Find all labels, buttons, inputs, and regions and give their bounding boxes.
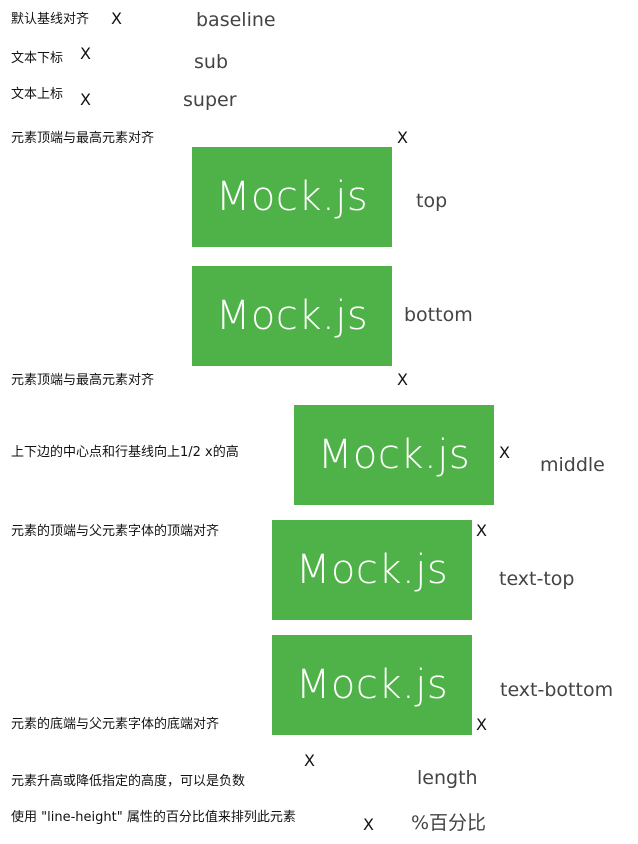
desc-text-bottom: 元素的底端与父元素字体的底端对齐 [11, 717, 220, 732]
mockjs-logo-text-bottom: Mock.js [272, 635, 472, 735]
keyword-percent: %百分比 [411, 812, 487, 834]
desc-super: 文本上标 [11, 87, 64, 102]
desc-length: 元素升高或降低指定的高度，可以是负数 [11, 774, 246, 789]
mockjs-logo-text: Mock.js [215, 174, 369, 220]
x-mark-middle: X [499, 443, 510, 462]
keyword-bottom: bottom [404, 304, 473, 326]
mockjs-logo-text: Mock.js [317, 432, 471, 478]
keyword-middle: middle [540, 454, 605, 476]
mockjs-logo-text: Mock.js [295, 662, 449, 708]
x-mark-percent: X [363, 815, 374, 834]
mockjs-logo-top: Mock.js [192, 147, 392, 247]
x-mark-top: X [397, 128, 408, 147]
x-mark-baseline: X [111, 9, 122, 28]
desc-middle: 上下边的中心点和行基线向上1/2 x的高 [11, 445, 239, 460]
desc-baseline: 默认基线对齐 [11, 12, 90, 27]
mockjs-logo-text-top: Mock.js [272, 520, 472, 620]
keyword-length: length [417, 767, 478, 789]
x-mark-text-bottom: X [476, 715, 487, 734]
keyword-baseline: baseline [196, 9, 276, 31]
keyword-text-top: text-top [499, 568, 575, 590]
mockjs-logo-bottom: Mock.js [192, 266, 392, 366]
x-mark-sub: X [80, 44, 91, 63]
x-mark-text-top: X [476, 521, 487, 540]
desc-top: 元素顶端与最高元素对齐 [11, 131, 155, 146]
mockjs-logo-middle: Mock.js [294, 405, 494, 505]
mockjs-logo-text: Mock.js [295, 547, 449, 593]
desc-text-top: 元素的顶端与父元素字体的顶端对齐 [11, 524, 220, 539]
desc-percent: 使用 "line-height" 属性的百分比值来排列此元素 [11, 810, 296, 825]
keyword-text-bottom: text-bottom [500, 679, 614, 701]
x-mark-bottom: X [397, 370, 408, 389]
keyword-top: top [416, 190, 448, 212]
desc-bottom: 元素顶端与最高元素对齐 [11, 373, 155, 388]
keyword-super: super [183, 89, 237, 111]
x-mark-length: X [304, 751, 315, 770]
x-mark-super: X [80, 90, 91, 109]
mockjs-logo-text: Mock.js [215, 293, 369, 339]
keyword-sub: sub [194, 51, 229, 73]
desc-sub: 文本下标 [11, 51, 64, 66]
